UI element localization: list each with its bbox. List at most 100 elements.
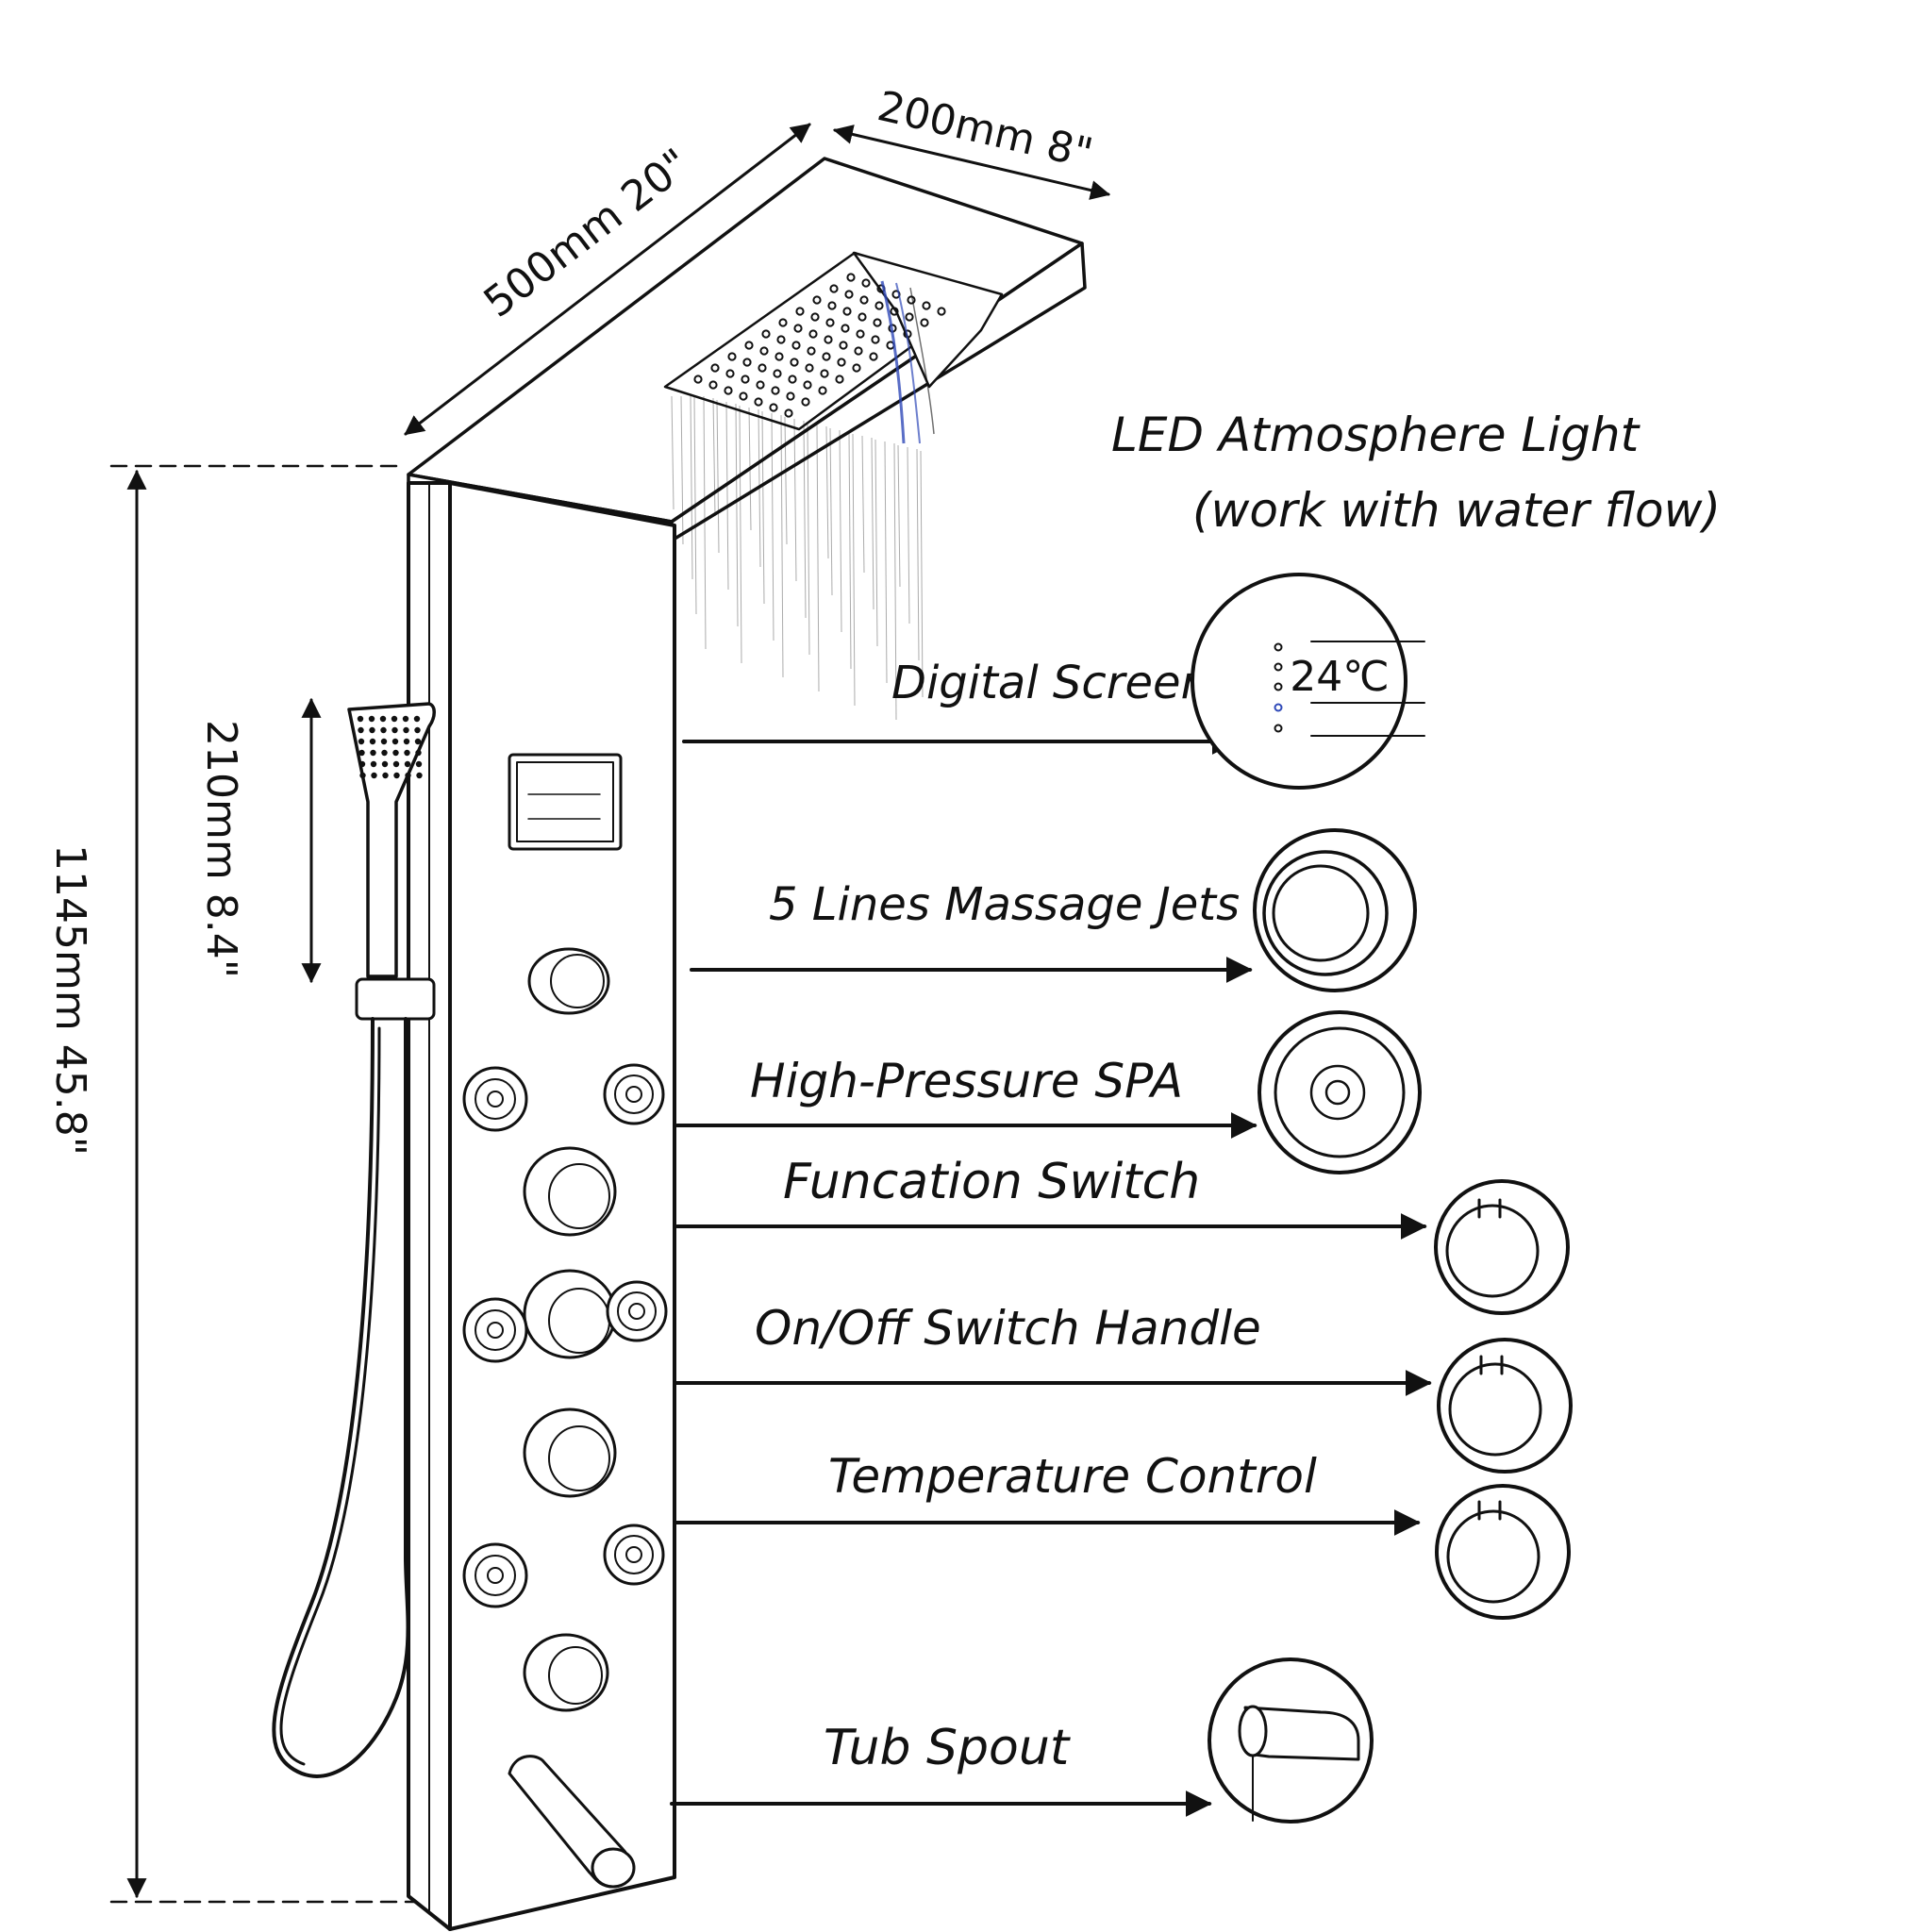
nozzle-dot <box>369 726 375 734</box>
panel-knob-lower <box>523 1633 609 1712</box>
nozzle-dot <box>404 749 410 757</box>
water-stream-line <box>793 418 797 582</box>
rain-nozzle <box>835 375 844 384</box>
nozzle-dot <box>379 715 387 723</box>
rain-nozzle <box>858 312 867 322</box>
massage-jet-6 <box>603 1524 665 1586</box>
dimension-lines <box>109 123 1111 1904</box>
depth-dimension-label: 200mm 8" <box>874 82 1097 178</box>
rain-nozzle <box>808 329 818 339</box>
nozzle-dot <box>415 760 423 768</box>
rain-nozzle <box>890 307 899 316</box>
width-dimension-arrow <box>404 123 811 436</box>
nozzle-dot <box>370 749 376 757</box>
hand-shower-dimension-label: 210mm 8.4" <box>197 720 245 978</box>
callout-led-light: LED Atmosphere Light (work with water fl… <box>1111 408 1721 538</box>
rain-nozzle <box>786 391 795 401</box>
water-stream-line <box>739 405 742 664</box>
massage-jet-5 <box>462 1542 528 1608</box>
rain-nozzle <box>874 301 884 310</box>
nozzle-dot <box>381 760 389 768</box>
screen-indicator-dot <box>1274 682 1283 691</box>
nozzle-dot <box>380 738 388 745</box>
rain-nozzle <box>827 301 837 310</box>
screen-indicator-dot <box>1274 662 1283 672</box>
rain-nozzle <box>758 363 767 373</box>
nozzle-dot <box>392 749 399 757</box>
rain-nozzle <box>744 341 754 350</box>
callout-function-switch: Funcation Switch <box>675 1154 1570 1315</box>
water-stream-line <box>758 408 761 568</box>
rain-nozzle <box>739 391 748 401</box>
rain-nozzle <box>825 318 835 327</box>
led-light-label: LED Atmosphere Light <box>1111 408 1641 462</box>
nozzle-dot <box>371 772 377 779</box>
water-stream-line <box>848 431 852 670</box>
panel-knob-onoff <box>523 1269 617 1359</box>
nozzle-dot <box>392 760 400 768</box>
rain-nozzle <box>842 307 852 316</box>
rain-nozzle <box>710 363 720 373</box>
rain-nozzle <box>871 335 880 344</box>
nozzle-dot <box>391 715 398 723</box>
water-stream-line <box>761 410 765 605</box>
water-stream-line <box>852 433 856 707</box>
water-stream-line <box>784 416 788 545</box>
water-stream-line <box>748 407 752 531</box>
nozzle-dot <box>381 749 388 757</box>
nozzle-dot <box>403 726 409 734</box>
callout-temperature: Temperature Control <box>673 1449 1571 1620</box>
water-stream-line <box>897 444 901 588</box>
water-stream-line <box>716 399 720 554</box>
water-stream-line <box>671 395 675 510</box>
rain-nozzle <box>837 358 846 367</box>
rain-nozzle <box>803 380 812 390</box>
nozzle-dot <box>380 726 387 734</box>
rain-nozzle <box>741 375 750 384</box>
nozzle-dot <box>393 772 400 779</box>
rain-nozzle <box>905 312 914 322</box>
rain-nozzle <box>844 290 854 299</box>
function-switch-detail <box>1434 1179 1570 1315</box>
rain-nozzle <box>839 341 848 350</box>
water-stream-line <box>825 425 829 559</box>
callout-digital-screen: Digital Screen 24℃ <box>682 573 1425 790</box>
massage-jet-4 <box>606 1280 668 1342</box>
temperature-label: Temperature Control <box>828 1449 1317 1504</box>
water-stream-line <box>871 437 874 610</box>
nozzle-dot <box>391 738 399 745</box>
massage-jets-label: 5 Lines Massage Jets <box>769 878 1240 931</box>
massage-jet-1 <box>462 1066 528 1132</box>
rain-nozzle <box>824 335 833 344</box>
water-stream-line <box>725 401 729 591</box>
rain-nozzle <box>810 312 820 322</box>
rain-water-streams <box>671 273 946 721</box>
water-stream-line <box>703 395 707 650</box>
water-stream-line <box>893 442 897 721</box>
water-stream-line <box>771 412 774 641</box>
rain-nozzle <box>852 363 861 373</box>
rain-nozzle <box>922 301 931 310</box>
rain-nozzle <box>920 318 929 327</box>
temperature-detail <box>1435 1484 1571 1620</box>
nozzle-dot <box>358 760 366 768</box>
rain-nozzle <box>793 324 803 333</box>
rain-nozzle <box>822 352 831 361</box>
rain-nozzle <box>761 329 771 339</box>
rain-nozzle <box>859 295 869 305</box>
screen-indicator-dot <box>1274 642 1283 652</box>
rain-nozzle <box>724 386 733 395</box>
nozzle-dot <box>416 772 423 779</box>
rain-nozzle <box>742 358 752 367</box>
rain-nozzle <box>771 386 780 395</box>
rain-nozzle <box>937 307 946 316</box>
nozzle-dot <box>403 738 410 745</box>
water-stream-line <box>916 448 920 661</box>
tub-spout-label: Tub Spout <box>824 1720 1071 1776</box>
rain-nozzle <box>693 375 703 384</box>
rain-nozzle <box>854 346 863 356</box>
nozzle-dot <box>415 749 422 757</box>
callout-onoff-handle: On/Off Switch Handle <box>673 1301 1573 1474</box>
rain-nozzle <box>807 346 816 356</box>
